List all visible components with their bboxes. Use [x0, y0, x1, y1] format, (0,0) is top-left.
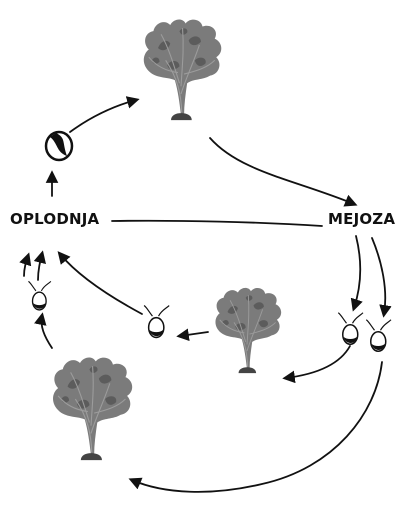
alga-bottom-icon: [52, 356, 133, 461]
alga-top-icon: [143, 18, 222, 121]
arrow-zygote-to-alga: [69, 96, 140, 133]
gamete-left-icon: [27, 280, 52, 311]
arrow-alga-to-meiosis: [209, 137, 358, 207]
arrow-middle-alga-to-gamete: [176, 328, 209, 341]
arrow-spore-to-middle-alga: [282, 345, 351, 384]
arrow-gamete-left-secondary: [19, 252, 32, 277]
spore-left-icon: [337, 311, 364, 346]
arrow-meiosis-to-spore-right: [371, 237, 392, 318]
arrow-bottom-alga-to-gamete: [34, 312, 53, 349]
arrow-meiosis-to-fertilization: [111, 219, 323, 227]
arrow-gamete-to-fertilization: [57, 251, 143, 315]
arrow-spore-to-bottom-alga: [128, 361, 383, 493]
label-meiosis: MEJOZA: [328, 210, 396, 228]
label-fertilization: OPLODNJA: [10, 210, 100, 228]
arrow-gamete-left-to-fertilization: [33, 250, 46, 281]
zygote-icon: [44, 130, 74, 162]
gamete-middle-icon: [143, 304, 171, 339]
spore-right-icon: [365, 318, 392, 353]
arrow-meiosis-to-spore-left: [350, 235, 363, 312]
alga-middle-icon: [214, 287, 282, 374]
